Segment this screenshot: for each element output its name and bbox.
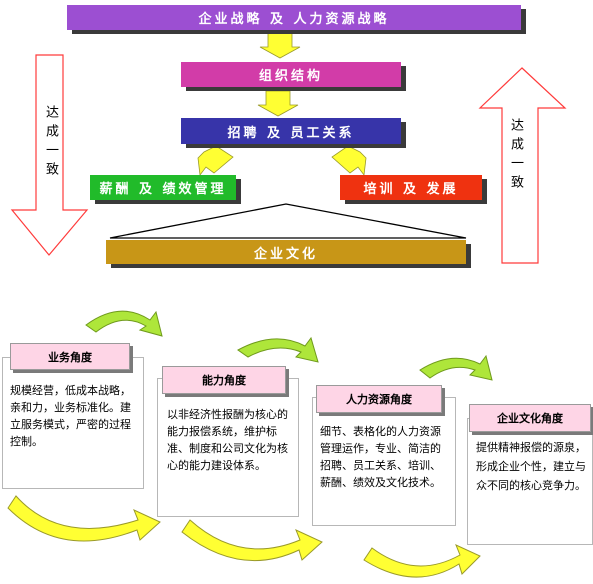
capability-card-title: 能力角度 xyxy=(162,366,286,394)
business-card-title: 业务角度 xyxy=(10,343,130,370)
culture-roof xyxy=(109,203,467,239)
strategy-bar: 企业战略 及 人力资源战略 xyxy=(67,5,521,30)
diag-arrow-left xyxy=(197,145,234,177)
compensation-label: 薪酬 及 绩效管理 xyxy=(99,182,227,197)
down-arrow-2 xyxy=(257,90,299,117)
curve-arrow-bottom-2 xyxy=(181,519,323,561)
recruit-bar: 招聘 及 员工关系 xyxy=(181,118,401,144)
curve-arrow-2 xyxy=(237,336,319,363)
culture-card-body: 提供精神报偿的源泉，形成企业个性，建立与众不同的核心竞争力。 xyxy=(476,441,586,492)
hr-card-body: 细节、表格化的人力资源管理运作，专业、简洁的招聘、员工关系、培训、薪酬、绩效及文… xyxy=(320,425,441,489)
hr-card-title: 人力资源角度 xyxy=(316,385,442,413)
down-arrow-1 xyxy=(259,32,301,59)
culture-bar: 企业文化 xyxy=(106,240,466,264)
curve-arrow-bottom-1 xyxy=(7,495,161,542)
right-up-arrow xyxy=(478,67,567,264)
right-arrow-text: 达成一致 xyxy=(508,118,523,194)
business-card xyxy=(2,357,144,489)
capability-card xyxy=(157,378,299,517)
training-bar: 培训 及 发展 xyxy=(340,175,482,200)
curve-arrow-bottom-3 xyxy=(363,544,481,578)
culture-card-title: 企业文化角度 xyxy=(469,404,591,432)
curve-arrow-1 xyxy=(85,310,163,337)
curve-arrow-3 xyxy=(419,354,493,381)
compensation-bar: 薪酬 及 绩效管理 xyxy=(90,175,236,200)
strategy-label: 企业战略 及 人力资源战略 xyxy=(198,12,390,27)
training-label: 培训 及 发展 xyxy=(363,182,459,197)
diag-arrow-right xyxy=(331,145,367,177)
culture-label: 企业文化 xyxy=(253,246,318,262)
left-down-arrow xyxy=(10,54,89,256)
left-arrow-text: 达成一致 xyxy=(43,105,58,181)
business-card-body: 规模经营，低成本战略，亲和力，业务标准化。建立服务模式，严密的过程控制。 xyxy=(10,384,131,448)
structure-label: 组织结构 xyxy=(258,69,323,84)
structure-bar: 组织结构 xyxy=(181,62,401,87)
capability-card-body: 以非经济性报酬为核心的能力报偿系统，维护标准、制度和公司文化为核心的能力建设体系… xyxy=(167,408,288,472)
recruit-label: 招聘 及 员工关系 xyxy=(227,125,355,141)
